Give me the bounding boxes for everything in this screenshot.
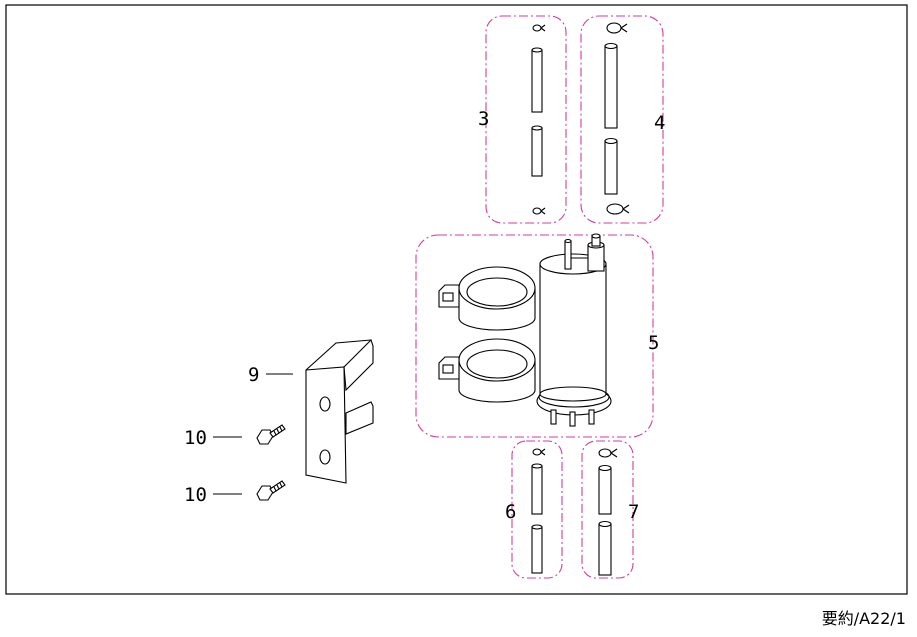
callout-6: 6 — [505, 501, 516, 523]
diagram-frame — [5, 4, 908, 595]
group-5-outline — [415, 234, 654, 438]
callout-9: 9 — [248, 364, 259, 386]
clamp-band-lower — [438, 338, 536, 403]
bolt-upper[interactable] — [256, 424, 286, 445]
callout-4: 4 — [654, 112, 665, 134]
part-group-6[interactable] — [511, 440, 563, 579]
drawing-code: 要約/A22/1 — [822, 609, 906, 628]
group-3-outline — [485, 15, 567, 224]
part-group-3[interactable] — [485, 15, 567, 224]
group-4-outline — [580, 15, 664, 224]
mounting-bracket[interactable] — [305, 338, 374, 484]
callout-3: 3 — [478, 108, 489, 130]
group-6-outline — [511, 440, 563, 579]
fuel-pump — [536, 233, 612, 427]
part-group-5[interactable] — [415, 233, 654, 438]
part-group-7[interactable] — [581, 440, 634, 579]
hose-part-6 — [531, 448, 546, 574]
callout-10-lower: 10 — [184, 484, 207, 506]
callout-10-upper: 10 — [184, 427, 207, 449]
hose-part-3 — [531, 24, 546, 215]
callout-7: 7 — [628, 501, 639, 523]
clamp-band-upper — [438, 266, 536, 331]
hose-part-4 — [604, 22, 630, 215]
group-7-outline — [581, 440, 634, 579]
hose-part-7 — [598, 448, 618, 576]
part-group-4[interactable] — [580, 15, 664, 224]
bolt-lower[interactable] — [256, 480, 286, 501]
callout-5: 5 — [648, 332, 659, 354]
